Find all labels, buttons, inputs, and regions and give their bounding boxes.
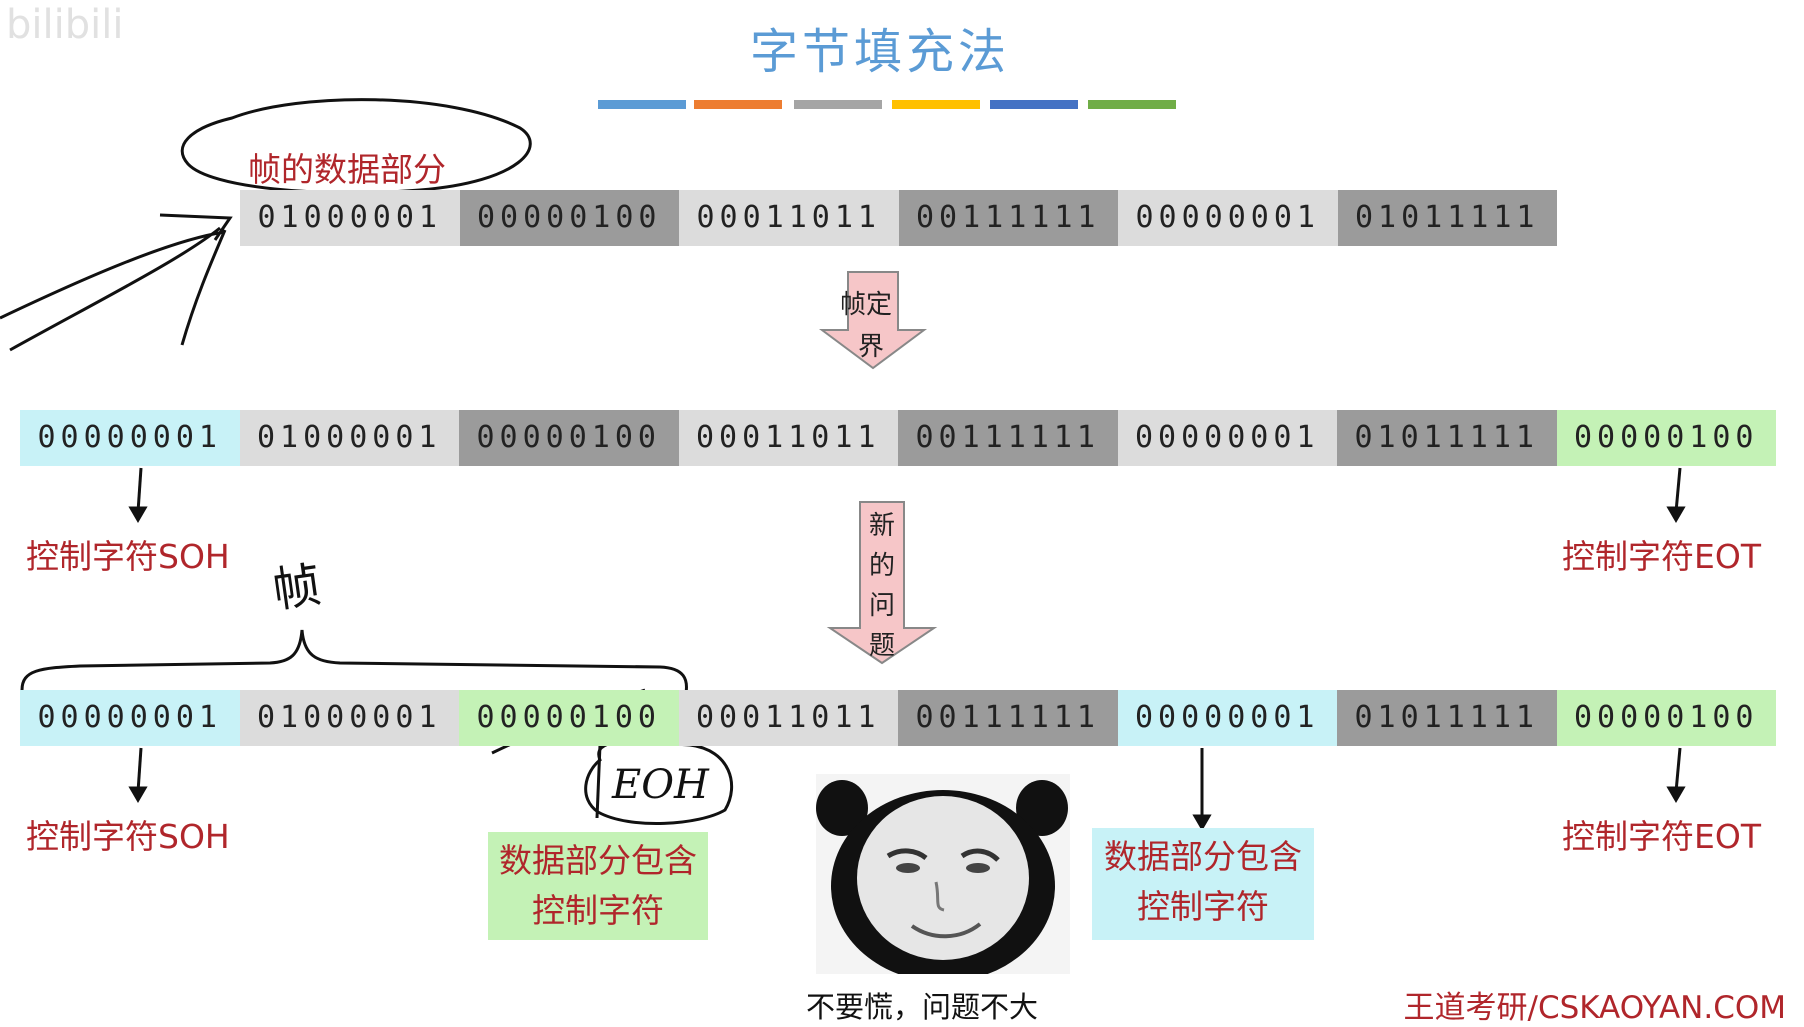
color-bar-segment <box>794 100 882 109</box>
byte-cell: 00000100 <box>459 690 679 746</box>
data-contains-box-cyan: 数据部分包含 控制字符 <box>1092 828 1314 940</box>
color-bar-segment <box>990 100 1078 109</box>
color-bar-segment <box>1088 100 1176 109</box>
data-contains-line2: 控制字符 <box>532 891 664 930</box>
color-bar-segment <box>694 100 782 109</box>
byte-cell: 00000001 <box>1118 190 1338 246</box>
byte-cell: 00011011 <box>678 410 898 466</box>
arrow-label-line1: 帧定 <box>840 290 893 320</box>
panda-meme-image <box>816 774 1070 974</box>
byte-cell: 00011011 <box>679 190 899 246</box>
color-bar-segment <box>598 100 686 109</box>
byte-cell: 00000001 <box>1117 410 1337 466</box>
arrow-label-line2: 界 <box>858 332 885 362</box>
soh-label-row2: 控制字符SOH <box>26 537 230 576</box>
down-arrow-new-problem <box>826 501 938 665</box>
new-problem-label: 新 的 问 题 <box>868 506 896 666</box>
data-contains-line1-b: 数据部分包含 <box>1104 837 1302 876</box>
byte-cell: 00000100 <box>459 410 679 466</box>
byte-cell: 01011111 <box>1337 190 1557 246</box>
data-contains-box-green: 数据部分包含 控制字符 <box>488 832 708 940</box>
meme-caption: 不要慌，问题不大 <box>806 990 1039 1024</box>
byte-cell: 00111111 <box>898 410 1118 466</box>
frame-brace <box>20 629 688 694</box>
slide-title: 字节填充法 <box>749 24 1010 80</box>
byte-cell: 00011011 <box>678 690 898 746</box>
eoh-pointer <box>595 744 602 819</box>
new-problem-char-3: 问 <box>868 591 895 621</box>
footer-brand: 王道考研/CSKAOYAN.COM <box>1403 990 1787 1026</box>
byte-cell: 00000001 <box>20 690 240 746</box>
frame-data-label: 帧的数据部分 <box>248 150 446 189</box>
handwritten-arrow <box>0 213 233 352</box>
byte-cell: 01011111 <box>1337 410 1557 466</box>
byte-cell: 01000001 <box>239 410 459 466</box>
byte-cell: 01000001 <box>240 190 460 246</box>
color-bar-segment <box>892 100 980 109</box>
new-problem-char-1: 新 <box>868 511 895 541</box>
new-problem-char-4: 题 <box>868 631 895 661</box>
byte-cell: 00111111 <box>898 690 1118 746</box>
handwritten-ellipse <box>180 98 532 195</box>
eot-label-row2: 控制字符EOT <box>1562 537 1761 576</box>
soh-label-row3: 控制字符SOH <box>26 817 230 856</box>
down-arrow-framing <box>818 271 928 370</box>
byte-cell: 00000001 <box>20 410 240 466</box>
eot-label-row3: 控制字符EOT <box>1562 817 1761 856</box>
byte-cell: 01011111 <box>1337 690 1557 746</box>
byte-cell: 01000001 <box>239 690 459 746</box>
data-contains-line1: 数据部分包含 <box>499 841 697 880</box>
byte-cell: 00111111 <box>898 190 1118 246</box>
data-contains-line2-b: 控制字符 <box>1137 887 1269 926</box>
new-problem-char-2: 的 <box>868 551 895 581</box>
byte-cell: 00000100 <box>1556 690 1776 746</box>
byte-cell: 00000100 <box>459 190 679 246</box>
byte-cell: 00000100 <box>1556 410 1776 466</box>
eoh-handwritten: EOH <box>612 762 709 808</box>
bilibili-watermark: bilibili <box>6 2 124 48</box>
byte-cell: 00000001 <box>1117 690 1337 746</box>
